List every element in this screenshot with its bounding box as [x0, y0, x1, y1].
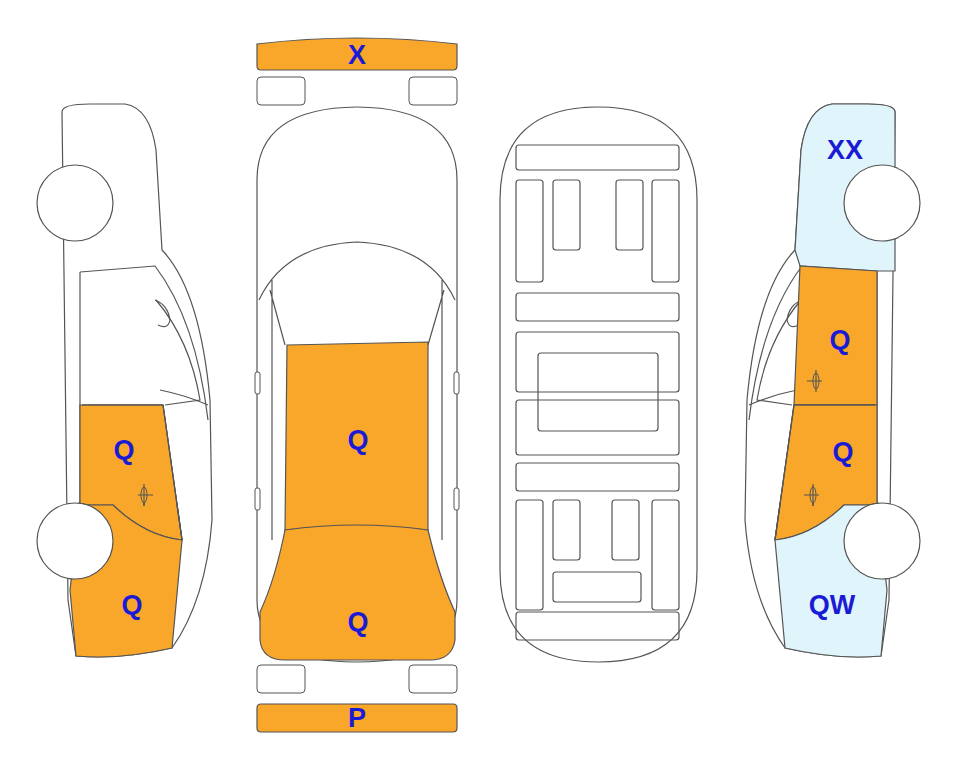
- frame-member: [538, 353, 658, 431]
- trunk-panel: Q: [258, 518, 457, 662]
- damage-code: Q: [832, 439, 853, 466]
- front-bumper-panel: X: [255, 34, 459, 74]
- damage-code: Q: [121, 592, 142, 619]
- frame-member: [516, 463, 679, 491]
- panel-details: [775, 503, 889, 579]
- damage-code: Q: [347, 427, 368, 454]
- front-fender-panel: XX: [790, 101, 898, 273]
- frame-member: [652, 500, 679, 610]
- panel-details: [790, 165, 898, 273]
- damage-code: X: [348, 42, 366, 69]
- frame-member: [516, 612, 679, 640]
- frame-member: [553, 500, 580, 560]
- damage-code: P: [348, 705, 366, 732]
- rear-bumper-panel: P: [255, 702, 459, 734]
- panel-fill: [257, 38, 457, 70]
- panel-shape: [258, 518, 457, 662]
- frame-member: [553, 180, 580, 250]
- panel-fill: [260, 525, 455, 660]
- frame-member: [616, 180, 643, 250]
- frame-member: [516, 332, 679, 392]
- frame-member: [516, 400, 679, 455]
- rear-quarter-panel: QW: [773, 503, 889, 660]
- frame-member: [516, 180, 543, 282]
- panel-shape: [773, 503, 889, 660]
- damage-code: QW: [809, 592, 856, 619]
- frame-member: [516, 500, 543, 610]
- rear-quarter-panel: Q: [68, 503, 184, 660]
- frame-member: [612, 500, 639, 560]
- frame-member: [516, 293, 679, 321]
- front-door-panel: Q: [792, 264, 880, 407]
- panel-fill: [285, 342, 428, 530]
- panel-details: [792, 264, 880, 407]
- panel-details: [68, 503, 182, 579]
- frame-member: [553, 572, 641, 602]
- panel-shape: [790, 101, 898, 273]
- frame-member: [516, 145, 679, 170]
- damage-code: Q: [113, 437, 134, 464]
- panel-fill: [794, 266, 877, 405]
- damage-code: XX: [827, 137, 863, 164]
- panel-shape: [68, 503, 184, 660]
- panel-fill: [257, 704, 457, 732]
- frame-member: [652, 180, 679, 282]
- damage-code: Q: [829, 327, 850, 354]
- damage-code: Q: [347, 609, 368, 636]
- roof-panel: Q: [283, 340, 430, 532]
